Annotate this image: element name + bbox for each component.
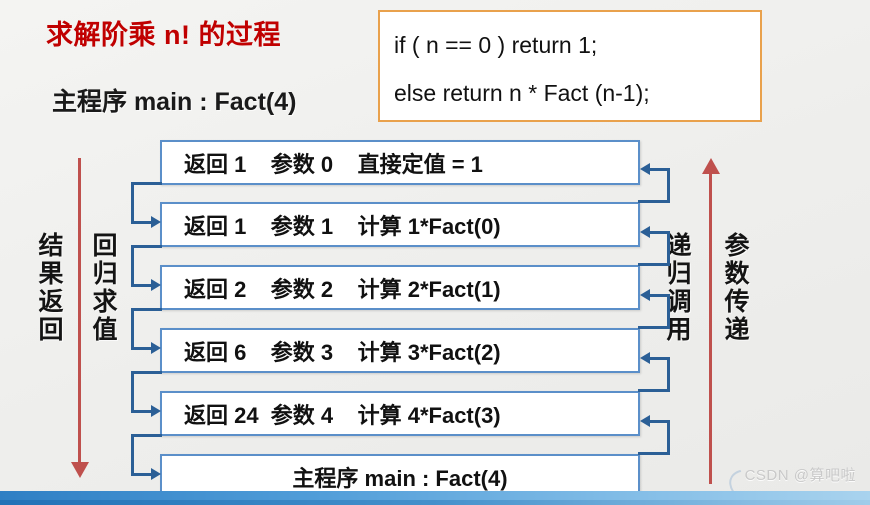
stack-frame: 返回 6 参数 3 计算 3*Fact(2): [160, 328, 640, 373]
right-connector-segment: [667, 231, 670, 266]
code-snippet-box: if ( n == 0 ) return 1; else return n * …: [378, 10, 762, 122]
page-title: 求解阶乘 n! 的过程: [46, 20, 281, 50]
stack-frame-label: 返回 1 参数 0 直接定值 = 1: [184, 151, 483, 177]
left-connector-arrow: [151, 279, 161, 291]
left-connector-segment: [131, 308, 162, 311]
right-red-arrow-shaft: [709, 174, 712, 484]
label-result-return: 结果返回: [35, 232, 63, 344]
right-connector-segment: [650, 168, 670, 171]
bottom-decoration-band-accent: [0, 500, 870, 505]
stack-frame-label: 返回 24 参数 4 计算 4*Fact(3): [184, 402, 501, 428]
stack-frame-label: 返回 2 参数 2 计算 2*Fact(1): [184, 276, 501, 302]
right-connector-segment: [638, 452, 670, 455]
left-red-arrow-head: [71, 462, 89, 478]
left-connector-arrow: [151, 342, 161, 354]
left-connector-segment: [131, 182, 162, 185]
stack-frame-label: 返回 1 参数 1 计算 1*Fact(0): [184, 213, 501, 239]
stack-frame: 返回 2 参数 2 计算 2*Fact(1): [160, 265, 640, 310]
right-connector-segment: [638, 389, 670, 392]
left-connector-segment: [131, 245, 134, 287]
left-connector-arrow: [151, 468, 161, 480]
left-connector-segment: [131, 371, 162, 374]
right-red-arrow-head: [702, 158, 720, 174]
right-connector-arrow: [640, 415, 650, 427]
left-connector-segment: [131, 284, 153, 287]
subtitle-main-program: 主程序 main : Fact(4): [52, 88, 297, 116]
stack-frame: 返回 1 参数 0 直接定值 = 1: [160, 140, 640, 185]
left-red-arrow-shaft: [78, 158, 81, 468]
right-connector-segment: [650, 420, 670, 423]
right-connector-segment: [667, 420, 670, 455]
right-connector-arrow: [640, 352, 650, 364]
left-connector-segment: [131, 371, 134, 413]
stack-frame: 返回 1 参数 1 计算 1*Fact(0): [160, 202, 640, 247]
left-connector-arrow: [151, 216, 161, 228]
right-connector-arrow: [640, 289, 650, 301]
watermark-text: CSDN @算吧啦: [744, 467, 856, 484]
left-connector-segment: [131, 434, 134, 476]
right-connector-segment: [650, 231, 670, 234]
left-connector-segment: [131, 182, 134, 224]
right-connector-segment: [667, 168, 670, 203]
stack-frame-label: 主程序 main : Fact(4): [292, 465, 508, 491]
right-connector-segment: [650, 294, 670, 297]
right-connector-arrow: [640, 226, 650, 238]
right-connector-segment: [638, 326, 670, 329]
left-connector-segment: [131, 473, 153, 476]
left-connector-segment: [131, 347, 153, 350]
code-line-else: else return n * Fact (n-1);: [394, 80, 650, 106]
right-connector-segment: [650, 357, 670, 360]
left-connector-arrow: [151, 405, 161, 417]
code-line-if: if ( n == 0 ) return 1;: [394, 32, 598, 58]
left-connector-segment: [131, 434, 162, 437]
right-connector-segment: [667, 357, 670, 392]
left-connector-segment: [131, 221, 153, 224]
label-recursive-evaluate: 回归求值: [89, 232, 117, 344]
right-connector-segment: [638, 263, 670, 266]
stack-frame-main: 主程序 main : Fact(4): [160, 454, 640, 499]
right-connector-segment: [667, 294, 670, 329]
right-connector-segment: [638, 200, 670, 203]
label-parameter-pass: 参数传递: [721, 232, 749, 344]
right-connector-arrow: [640, 163, 650, 175]
left-connector-segment: [131, 410, 153, 413]
left-connector-segment: [131, 245, 162, 248]
left-connector-segment: [131, 308, 134, 350]
stack-frame: 返回 24 参数 4 计算 4*Fact(3): [160, 391, 640, 436]
stack-frame-label: 返回 6 参数 3 计算 3*Fact(2): [184, 339, 501, 365]
